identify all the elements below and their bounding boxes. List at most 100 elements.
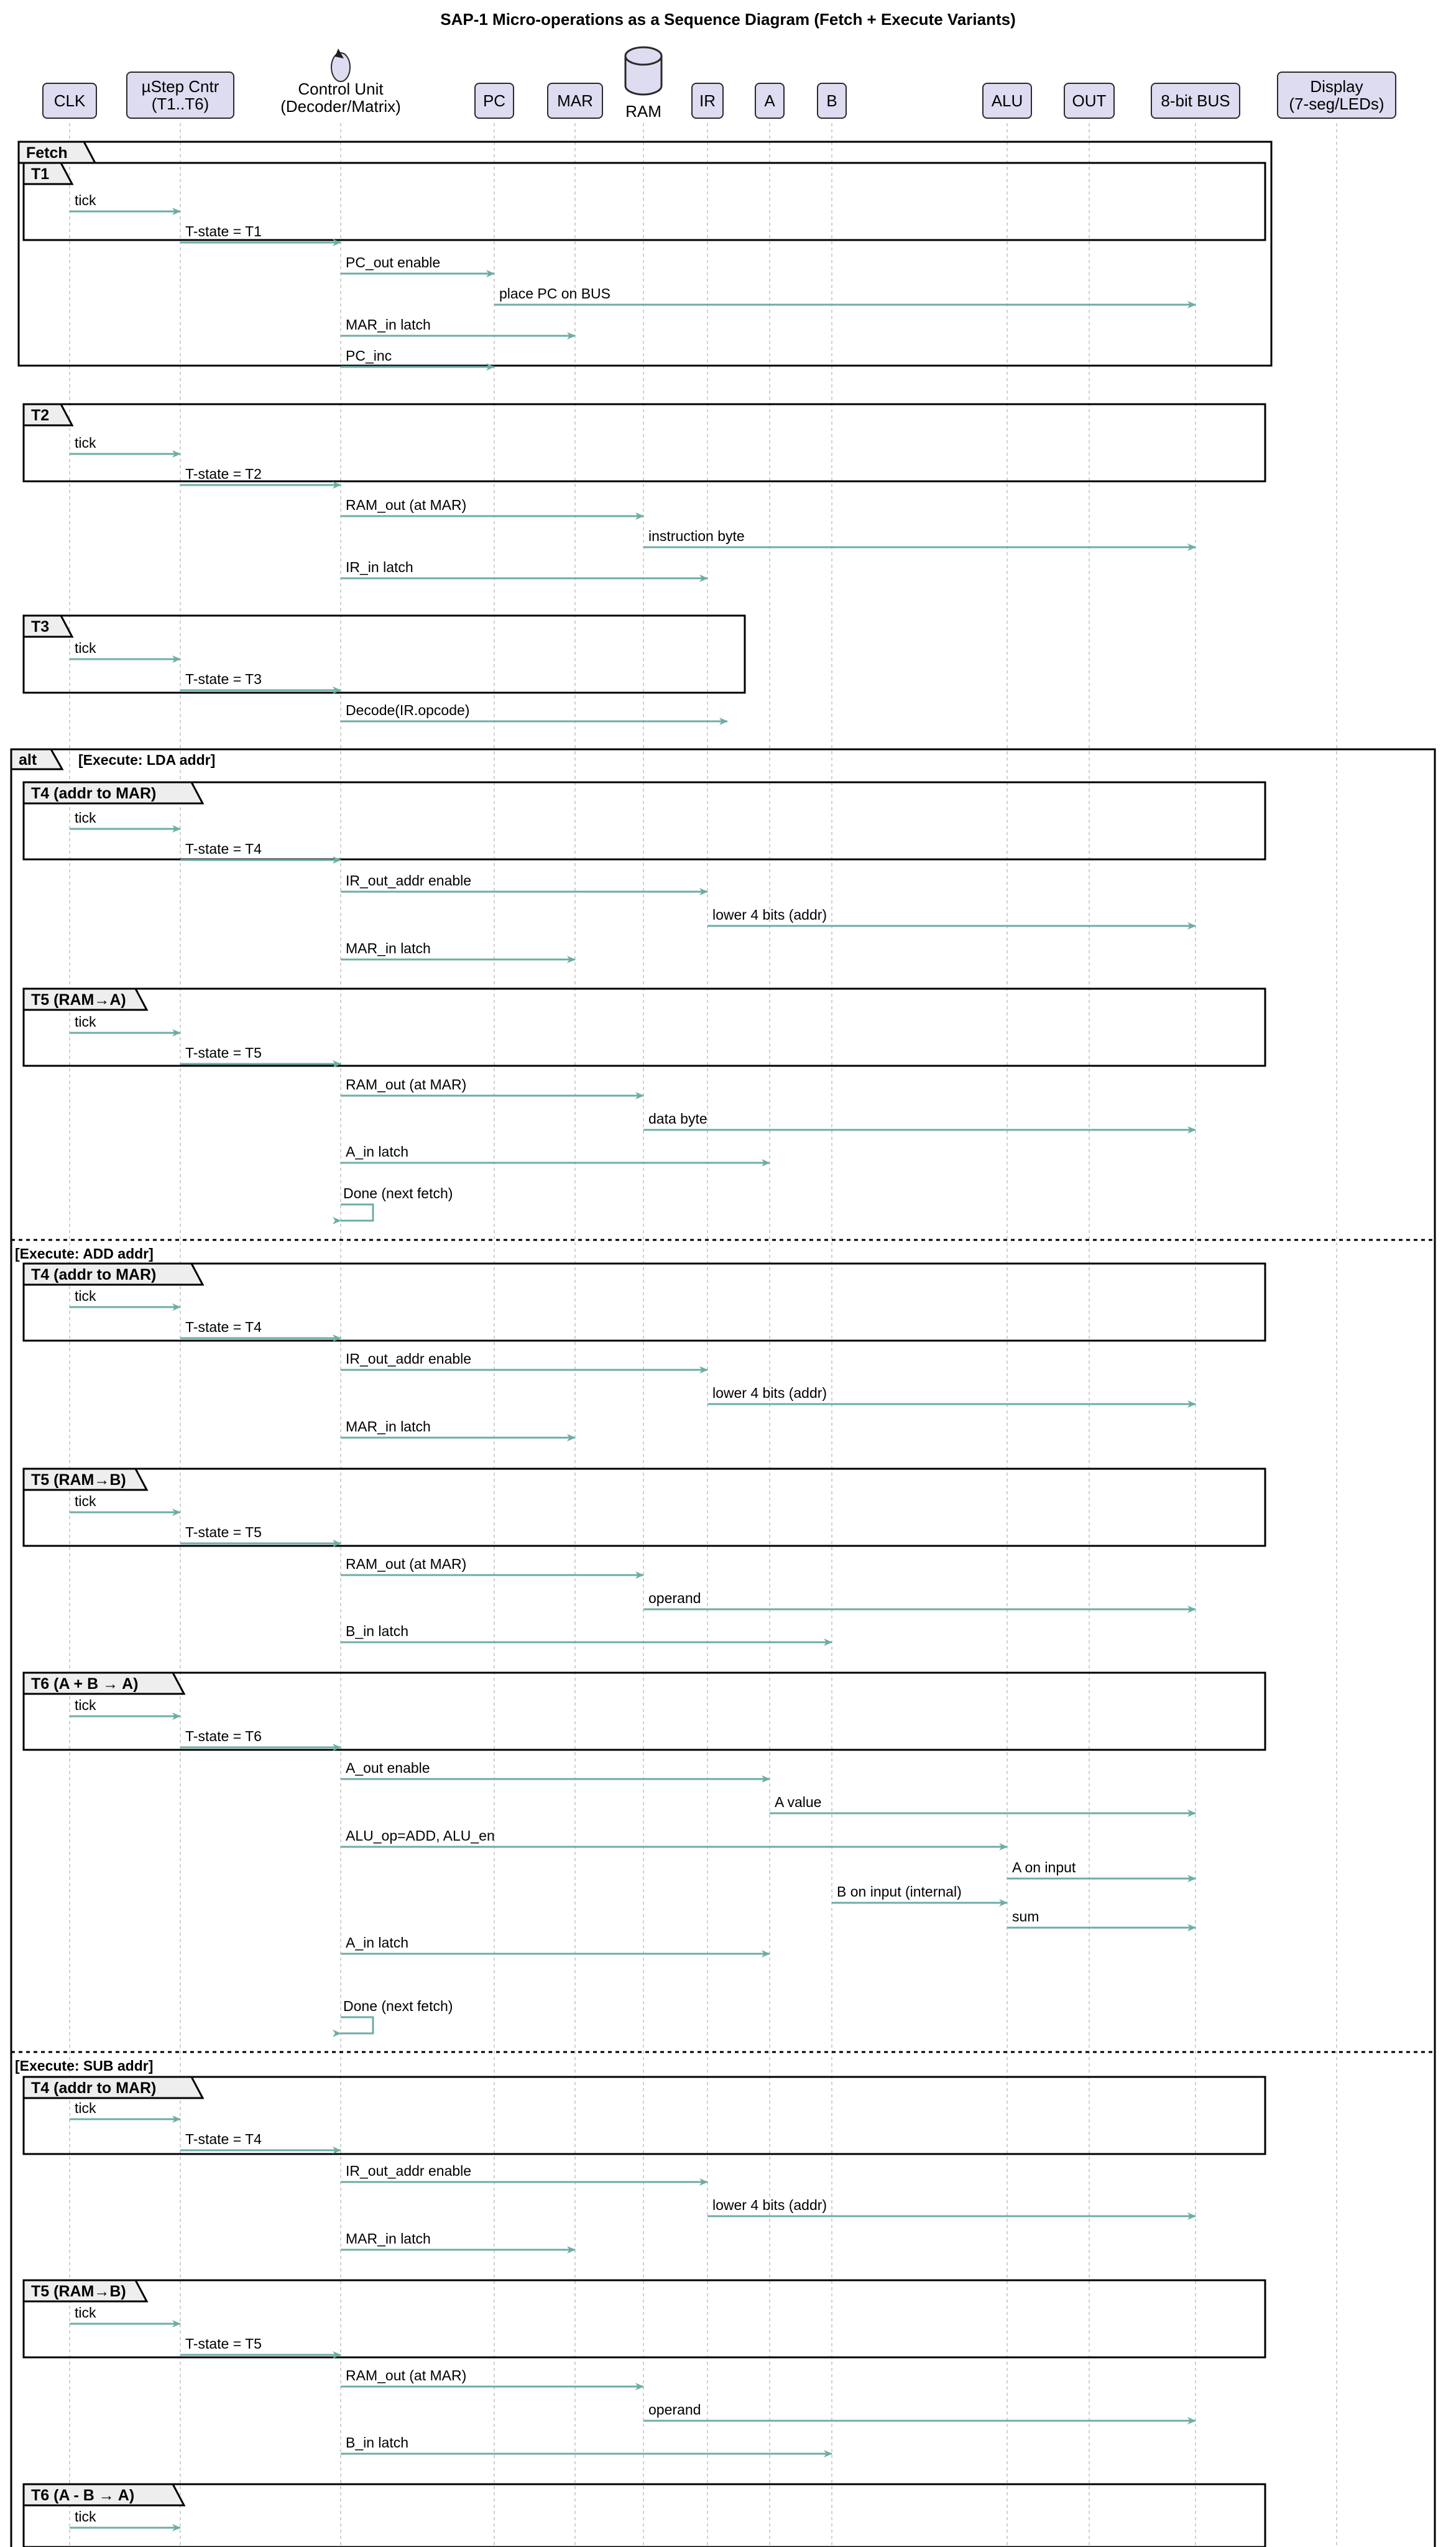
participant-box[interactable] — [1151, 83, 1240, 119]
message-label: T-state = T4 — [185, 841, 262, 857]
group-label-tab — [22, 2279, 149, 2303]
alt-fragment: alt[Execute: LDA addr][Execute: ADD addr… — [10, 748, 1436, 2547]
participant-box[interactable] — [474, 83, 514, 119]
participant-pc[interactable]: PC — [474, 83, 514, 119]
group-label-tab — [22, 1468, 149, 1491]
participant-a[interactable]: A — [755, 83, 785, 119]
participant-cu[interactable]: Control Unit(Decoder/Matrix) — [280, 49, 401, 116]
group-label-tab — [22, 1262, 205, 1286]
group-label-tab — [22, 2483, 186, 2507]
group-frame — [22, 2076, 1266, 2155]
message-label: T-state = T6 — [185, 1728, 262, 1744]
message-tick: tick — [70, 810, 181, 833]
alt-branch-condition: [Execute: ADD addr] — [15, 1246, 154, 1262]
participant-box[interactable] — [755, 83, 785, 119]
message-label: B_in latch — [346, 2434, 408, 2451]
participant-ram[interactable]: RAM — [624, 46, 663, 121]
message-b-in-latch: B_in latch — [341, 1623, 832, 1646]
participant-box[interactable] — [1064, 83, 1115, 119]
message-label: PC_out enable — [346, 254, 440, 270]
self-message: Done (next fetch) — [333, 1998, 453, 2037]
group-label: T2 — [31, 407, 49, 424]
participant-box[interactable] — [982, 83, 1032, 119]
group-t1: T1 — [22, 162, 1266, 241]
message-label: A_in latch — [346, 1935, 408, 1951]
group-label: T4 (addr to MAR) — [31, 785, 156, 802]
participant-label: OUT — [1072, 91, 1107, 110]
self-message-label: Done (next fetch) — [343, 1998, 453, 2014]
message-label: IR_in latch — [346, 559, 413, 575]
group-frame — [22, 2279, 1266, 2359]
participant-label: (7-seg/LEDs) — [1289, 95, 1384, 113]
message-alu-op-add-alu-en: ALU_op=ADD, ALU_en — [341, 1828, 1008, 1851]
message-a-value: A value — [770, 1794, 1196, 1817]
message-a-out-enable: A_out enable — [341, 1760, 770, 1783]
message-t-state-t5: T-state = T5 — [180, 1045, 341, 1068]
message-label: data byte — [648, 1111, 707, 1127]
participant-ir[interactable]: IR — [691, 83, 724, 119]
message-mar-in-latch: MAR_in latch — [341, 2230, 576, 2253]
participant-box[interactable] — [126, 72, 234, 119]
group-fetch: Fetch — [17, 141, 1273, 367]
message-pc-out-enable: PC_out enable — [341, 254, 495, 277]
participant-box[interactable] — [42, 83, 97, 119]
message-t-state-t4: T-state = T4 — [180, 1319, 341, 1342]
participant-box[interactable] — [817, 83, 847, 119]
participant-bus[interactable]: 8-bit BUS — [1151, 83, 1240, 119]
group-frame — [22, 781, 1266, 861]
participant-disp[interactable]: Display(7-seg/LEDs) — [1277, 72, 1396, 119]
participant-b[interactable]: B — [817, 83, 847, 119]
message-label: sum — [1012, 1908, 1039, 1925]
participant-mar[interactable]: MAR — [547, 83, 603, 119]
message-a-in-latch: A_in latch — [341, 1144, 770, 1167]
actor-head-icon — [331, 52, 351, 82]
alt-label: alt — [19, 751, 37, 769]
actor-arrow-icon — [335, 49, 344, 58]
participant-out[interactable]: OUT — [1064, 83, 1115, 119]
participant-ustep[interactable]: µStep Cntr(T1..T6) — [126, 72, 234, 119]
participant-clk[interactable]: CLK — [42, 83, 97, 119]
participant-box[interactable] — [691, 83, 724, 119]
message-operand: operand — [643, 1590, 1196, 1613]
group-t2: T2 — [22, 403, 1266, 483]
message-t-state-t2: T-state = T2 — [180, 466, 341, 489]
group-frame — [22, 987, 1266, 1067]
message-t-state-t1: T-state = T1 — [180, 223, 341, 246]
alt-branch-condition: [Execute: SUB addr] — [15, 2058, 153, 2074]
group-add_t6: T6 (A + B → A) — [22, 1671, 1266, 1751]
participant-label: MAR — [557, 91, 593, 110]
message-mar-in-latch: MAR_in latch — [341, 940, 576, 963]
group-frame — [22, 403, 1266, 483]
message-label: lower 4 bits (addr) — [712, 1385, 827, 1401]
message-label: T-state = T5 — [185, 1045, 262, 1061]
group-label-tab — [22, 2076, 205, 2099]
participant-box[interactable] — [547, 83, 603, 119]
message-ir-out-addr-enable: IR_out_addr enable — [341, 872, 708, 895]
message-mar-in-latch: MAR_in latch — [341, 317, 576, 340]
message-label: T-state = T2 — [185, 466, 262, 482]
participant-label: Display — [1310, 77, 1363, 96]
message-ram-out-at-mar-: RAM_out (at MAR) — [341, 2367, 644, 2390]
message-label: MAR_in latch — [346, 1418, 431, 1435]
participant-label: (T1..T6) — [152, 95, 209, 113]
group-label-tab — [22, 614, 74, 638]
message-label: RAM_out (at MAR) — [346, 1076, 466, 1093]
message-t-state-t5: T-state = T5 — [180, 1524, 341, 1547]
participant-alu[interactable]: ALU — [982, 83, 1032, 119]
message-label: T-state = T3 — [185, 671, 262, 687]
participant-label: B — [826, 91, 837, 110]
message-data-byte: data byte — [643, 1111, 1196, 1134]
message-t-state-t6: T-state = T6 — [180, 1728, 341, 1751]
message-ram-out-at-mar-: RAM_out (at MAR) — [341, 497, 644, 520]
message-label: operand — [648, 2401, 701, 2418]
participant-box[interactable] — [1277, 72, 1396, 119]
participant-label: Control Unit — [298, 80, 384, 98]
message-label: tick — [75, 1288, 96, 1304]
self-message-arrow — [333, 2016, 374, 2037]
message-label: operand — [648, 1590, 701, 1606]
participant-heads-layer: CLK µStep Cntr(T1..T6) Control Unit(Decode… — [42, 46, 1396, 121]
message-t-state-t3: T-state = T3 — [180, 671, 341, 694]
